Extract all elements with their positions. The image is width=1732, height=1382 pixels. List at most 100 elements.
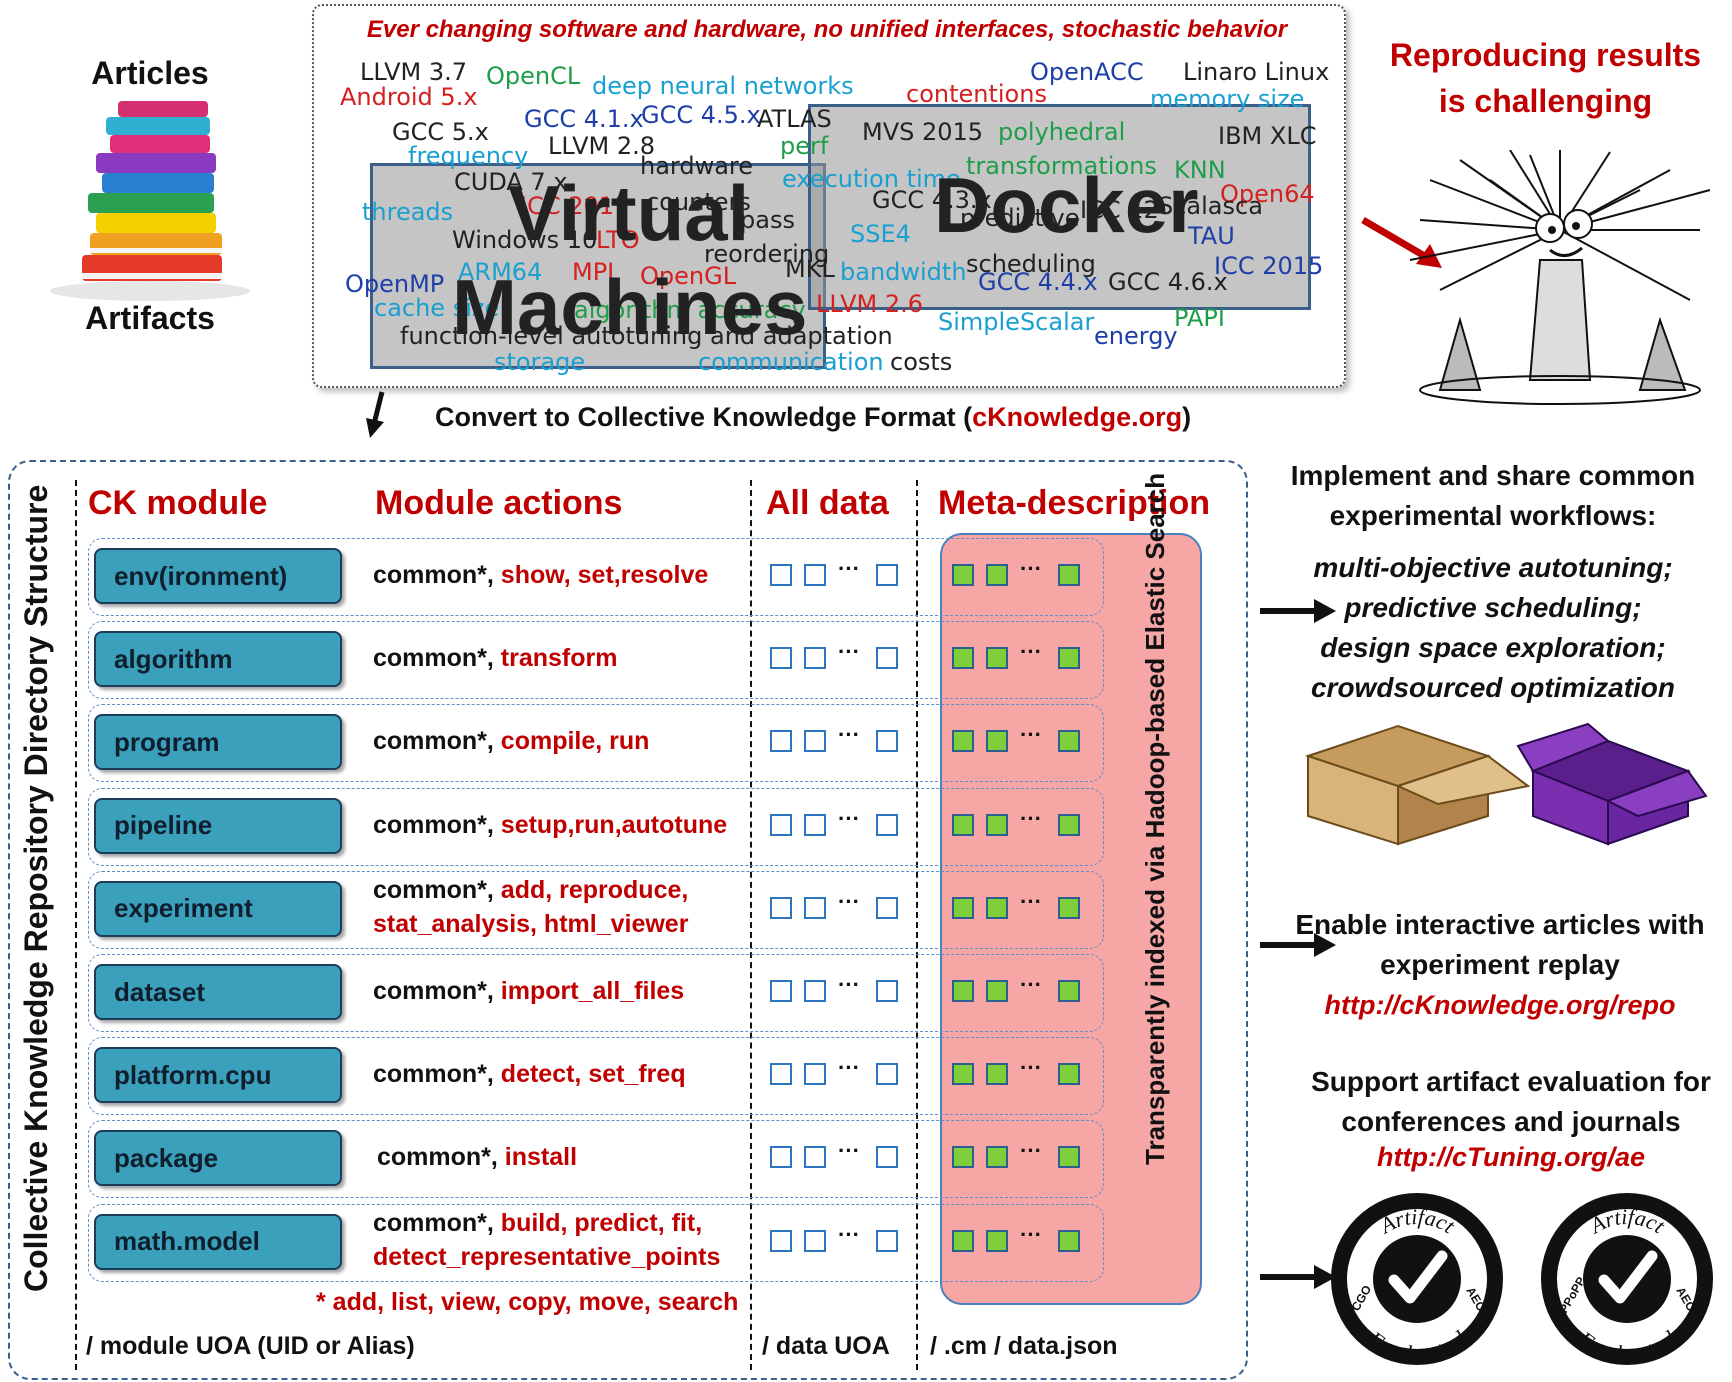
data-entry-square — [770, 1146, 792, 1169]
convert-caption: Convert to Collective Knowledge Format (… — [435, 402, 1191, 433]
virtual-word: Virtual — [508, 169, 750, 257]
ck-module-button[interactable]: package — [94, 1130, 342, 1187]
meta-entry-square — [952, 1063, 974, 1086]
ck-row-frame — [88, 704, 1104, 783]
cloud-word: GCC 4.3.x — [872, 186, 992, 214]
cloud-word: OpenACC — [1030, 58, 1144, 86]
frazzled-creature-icon — [1409, 150, 1711, 405]
ck-row-frame — [88, 538, 1104, 616]
data-entry-square — [876, 1146, 898, 1169]
cloud-word: GCC 4.5.x — [641, 101, 761, 129]
module-actions: common*, add, reproduce,stat_analysis, h… — [373, 873, 688, 941]
data-entry-square — [876, 813, 898, 836]
specific-actions: build, predict, fit, — [500, 1208, 703, 1237]
ellipsis: ··· — [838, 1055, 860, 1081]
workflows-list: multi-objective autotuning; predictive s… — [1258, 548, 1728, 708]
ck-module-button[interactable]: experiment — [94, 880, 342, 937]
cloud-word: MVS 2015 — [862, 118, 984, 146]
reproducing-heading: Reproducing results is challenging — [1368, 32, 1723, 124]
data-entry-square — [804, 896, 826, 919]
ck-row-frame — [88, 1120, 1104, 1199]
articles-label: Articles — [91, 55, 209, 91]
data-entry-square — [804, 730, 826, 753]
arrow-workflows-icon — [1260, 599, 1336, 623]
cloud-word: frequency — [408, 142, 529, 170]
cloud-word: storage — [494, 348, 586, 376]
data-entry-square — [804, 813, 826, 836]
cloud-word: SSE4 — [850, 220, 911, 248]
module-uoa-label: / module UOA (UID or Alias) — [86, 1332, 415, 1360]
common-actions: common*, — [373, 875, 501, 904]
ellipsis: ··· — [838, 639, 860, 665]
meta-entry-square — [986, 813, 1008, 836]
down-arrow-icon — [366, 391, 385, 438]
workflow-item: design space exploration; — [1320, 632, 1666, 663]
meta-entry-square — [952, 564, 974, 586]
ck-module-button[interactable]: pipeline — [94, 797, 342, 854]
ck-module-button[interactable]: math.model — [94, 1213, 342, 1270]
cloud-word: energy — [1094, 322, 1178, 350]
ck-module-button[interactable]: platform.cpu — [94, 1047, 342, 1104]
module-actions: common*, setup,run,autotune — [373, 808, 727, 842]
meta-entry-square — [1058, 647, 1080, 670]
meta-entry-square — [986, 1146, 1008, 1169]
specific-actions: add, reproduce, — [500, 875, 689, 904]
common-actions: common*, — [373, 810, 501, 839]
data-entry-square — [770, 564, 792, 586]
cloud-word: reordering — [704, 240, 830, 268]
cloud-word: CUDA 7.x — [454, 168, 568, 196]
cloud-word: communication — [698, 348, 884, 376]
header-module-actions: Module actions — [375, 484, 623, 522]
data-entry-square — [804, 1146, 826, 1169]
data-entry-square — [876, 730, 898, 753]
data-entry-square — [876, 1229, 898, 1252]
cloud-word: SimpleScalar — [938, 308, 1095, 336]
meta-json-label: / .cm / data.json — [930, 1332, 1118, 1360]
cloud-word: IBM XLC — [1218, 122, 1317, 150]
arrow-interactive-icon — [1260, 933, 1336, 957]
common-actions: common*, — [373, 1060, 501, 1089]
convert-link[interactable]: cKnowledge.org — [972, 402, 1183, 432]
meta-entry-square — [952, 980, 974, 1002]
artifacts-label: Artifacts — [85, 300, 215, 336]
cloud-word: Android 5.x — [340, 83, 478, 111]
books-stack-icon — [50, 101, 250, 301]
ck-module-button[interactable]: program — [94, 714, 342, 771]
data-entry-square — [770, 647, 792, 670]
ppopp-artifact-badge: Artifact Evaluated PPoPP AEC — [1541, 1193, 1713, 1366]
ck-module-button[interactable]: dataset — [94, 964, 342, 1020]
meta-entry-square — [952, 896, 974, 919]
data-entry-square — [876, 980, 898, 1002]
ck-row-frame — [88, 1037, 1104, 1116]
ae-link[interactable]: http://cTuning.org/ae — [1377, 1142, 1645, 1172]
module-actions: common*, detect, set_freq — [373, 1057, 686, 1091]
workflow-item: predictive scheduling; — [1344, 592, 1642, 623]
cloud-word: MKL — [785, 255, 835, 283]
interactive-link[interactable]: http://cKnowledge.org/repo — [1324, 990, 1676, 1020]
ck-module-button[interactable]: env(ironment) — [94, 548, 342, 604]
cloud-word: ARM64 — [458, 258, 543, 286]
cloud-word: hardware — [640, 152, 754, 180]
reproducing-line2: is challenging — [1438, 83, 1653, 119]
meta-entry-square — [986, 1063, 1008, 1086]
specific-actions: install — [504, 1143, 578, 1172]
header-all-data: All data — [766, 484, 889, 522]
cloud-word: GCC 4.6.x — [1108, 268, 1228, 296]
data-entry-square — [876, 564, 898, 586]
meta-entry-square — [1058, 1146, 1080, 1169]
workflows-heading: Implement and share common experimental … — [1290, 460, 1696, 531]
data-entry-square — [804, 1063, 826, 1086]
cloud-word: OpenGL — [640, 262, 737, 290]
module-actions: common*, transform — [373, 641, 617, 675]
ellipsis: ··· — [1020, 805, 1042, 831]
common-actions: common*, — [373, 644, 501, 673]
cloud-title: Ever changing software and hardware, no … — [366, 16, 1288, 43]
common-actions: common*, — [373, 727, 501, 756]
docker-box — [808, 104, 1311, 310]
column-separator-meta — [916, 480, 918, 1370]
specific-actions: detect, set_freq — [500, 1060, 686, 1089]
ellipsis: ··· — [838, 1221, 860, 1247]
ck-module-button[interactable]: algorithm — [94, 631, 342, 688]
common-actions-footnote: * add, list, view, copy, move, search — [316, 1288, 739, 1316]
cloud-word: polyhedral — [998, 118, 1126, 146]
